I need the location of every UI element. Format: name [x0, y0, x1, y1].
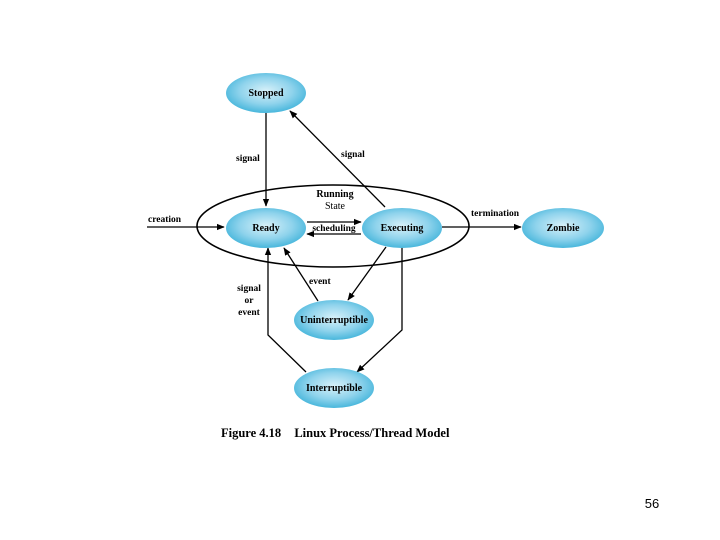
running-state-label: Running — [316, 189, 353, 200]
label-scheduling: scheduling — [312, 224, 356, 234]
state-zombie-label: Zombie — [547, 223, 580, 234]
figure-title: Linux Process/Thread Model — [294, 426, 450, 440]
running-state-sublabel: State — [325, 201, 346, 212]
state-ready: Ready — [226, 208, 306, 248]
label-signal-or-event-2: or — [245, 296, 255, 306]
edge-uninterruptible-to-ready — [283, 247, 319, 302]
label-signal-or-event-3: event — [238, 308, 260, 318]
edge-interruptible-to-ready — [264, 247, 307, 373]
figure-caption: Figure 4.18 Linux Process/Thread Model — [221, 426, 450, 440]
edge-executing-to-uninterruptible — [347, 246, 387, 301]
edge-executing-to-interruptible — [356, 247, 403, 373]
edge-executing-to-stopped — [289, 110, 386, 208]
label-event: event — [309, 277, 331, 287]
state-executing-label: Executing — [381, 223, 424, 234]
state-interruptible-label: Interruptible — [306, 383, 363, 394]
state-ready-label: Ready — [252, 223, 279, 234]
label-creation: creation — [148, 215, 182, 225]
figure-number: Figure 4.18 — [221, 426, 281, 440]
state-stopped-label: Stopped — [248, 88, 283, 99]
label-termination: termination — [471, 209, 520, 219]
state-interruptible: Interruptible — [294, 368, 374, 408]
state-zombie: Zombie — [522, 208, 604, 248]
label-signal-to-ready: signal — [236, 154, 260, 164]
page-number: 56 — [644, 496, 660, 511]
running-state-boundary — [196, 184, 470, 268]
state-executing: Executing — [362, 208, 442, 248]
state-uninterruptible: Uninterruptible — [294, 300, 374, 340]
state-stopped: Stopped — [226, 73, 306, 113]
label-signal-to-stopped: signal — [341, 150, 365, 160]
state-uninterruptible-label: Uninterruptible — [300, 315, 368, 326]
label-signal-or-event-1: signal — [237, 284, 261, 294]
